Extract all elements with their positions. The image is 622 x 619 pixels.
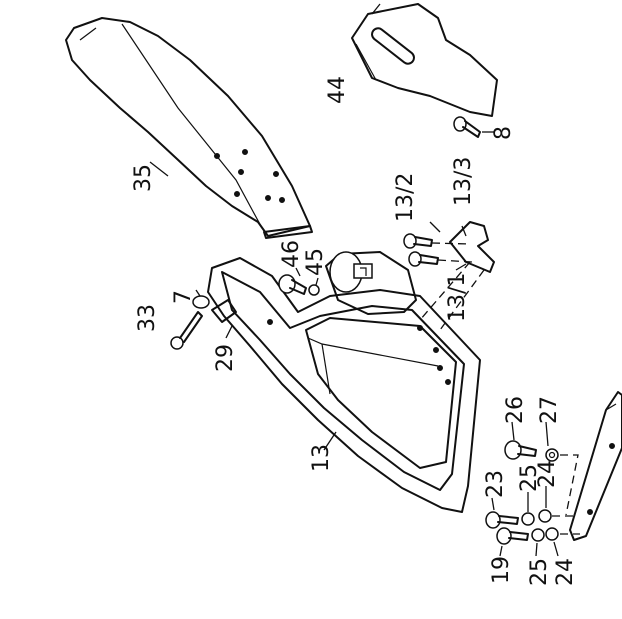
part-33-7-29 <box>170 289 237 350</box>
lower-hardware-set <box>485 421 580 557</box>
callout-13-1: 13/1 <box>445 273 470 322</box>
callout-27: 27 <box>537 396 562 424</box>
callout-46: 46 <box>279 240 304 268</box>
part-8-screw <box>453 116 494 138</box>
callout-45: 45 <box>303 248 328 276</box>
callout-24-lower: 24 <box>553 558 578 586</box>
part-46-45-fasteners <box>278 267 320 296</box>
callout-13: 13 <box>309 444 334 472</box>
callout-35: 35 <box>131 164 156 192</box>
part-35-mouldboard <box>65 17 313 239</box>
callout-13-3: 13/3 <box>451 157 476 206</box>
lower-mounting-plate <box>569 391 622 541</box>
callout-44: 44 <box>325 76 350 104</box>
callout-29: 29 <box>213 344 238 372</box>
callout-25-lower: 25 <box>527 558 552 586</box>
callout-8: 8 <box>491 126 516 140</box>
callout-25-upper: 25 <box>517 464 542 492</box>
part-13-housing <box>207 251 481 513</box>
part-13-sub-brackets <box>403 221 495 331</box>
part-44-bracket <box>351 3 498 117</box>
callout-7: 7 <box>171 290 196 304</box>
callout-13-2: 13/2 <box>393 173 418 222</box>
callout-24-upper: 24 <box>535 460 560 488</box>
callout-33: 33 <box>135 304 160 332</box>
callout-26: 26 <box>503 396 528 424</box>
callout-23: 23 <box>483 470 508 498</box>
callout-19: 19 <box>489 556 514 584</box>
